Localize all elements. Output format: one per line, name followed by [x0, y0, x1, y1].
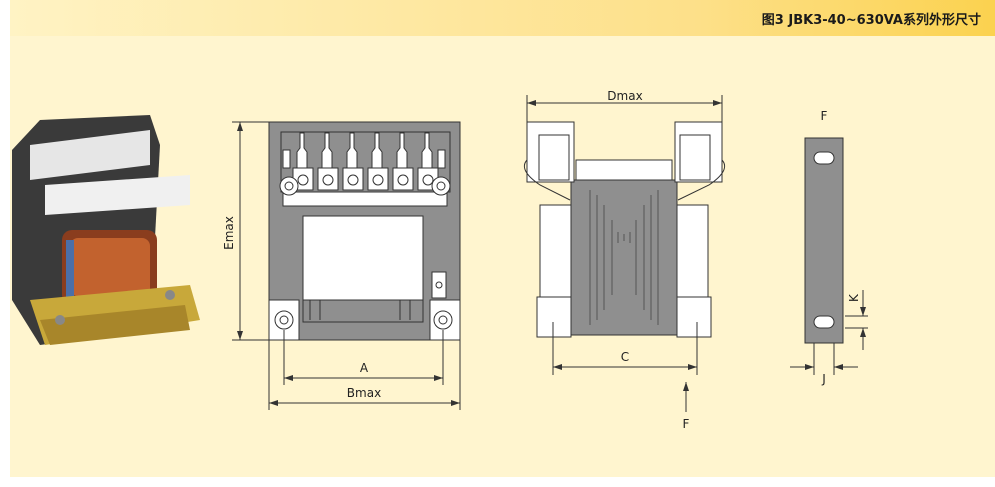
- side-view-drawing: [523, 95, 726, 412]
- side-view-arrows: [527, 100, 722, 391]
- title-bar: 图3 JBK3-40~630VA系列外形尺寸: [10, 0, 995, 36]
- figure-title: 图3 JBK3-40~630VA系列外形尺寸: [761, 13, 981, 28]
- j-label: J: [821, 372, 826, 386]
- mounting-plate-arrows: [805, 307, 866, 370]
- bmax-label: Bmax: [347, 386, 381, 400]
- c-label: C: [621, 350, 629, 364]
- f-bottom-label: F: [683, 417, 690, 431]
- a-label: A: [360, 361, 369, 375]
- emax-label: Emax: [222, 216, 236, 250]
- mounting-plate-drawing: [790, 137, 868, 375]
- f-top-label: F: [821, 109, 828, 123]
- dmax-label: Dmax: [607, 89, 642, 103]
- transformer-photo: [12, 115, 200, 345]
- front-view-arrows: [237, 122, 460, 406]
- front-view-drawing: [232, 121, 461, 410]
- k-label: K: [847, 293, 861, 302]
